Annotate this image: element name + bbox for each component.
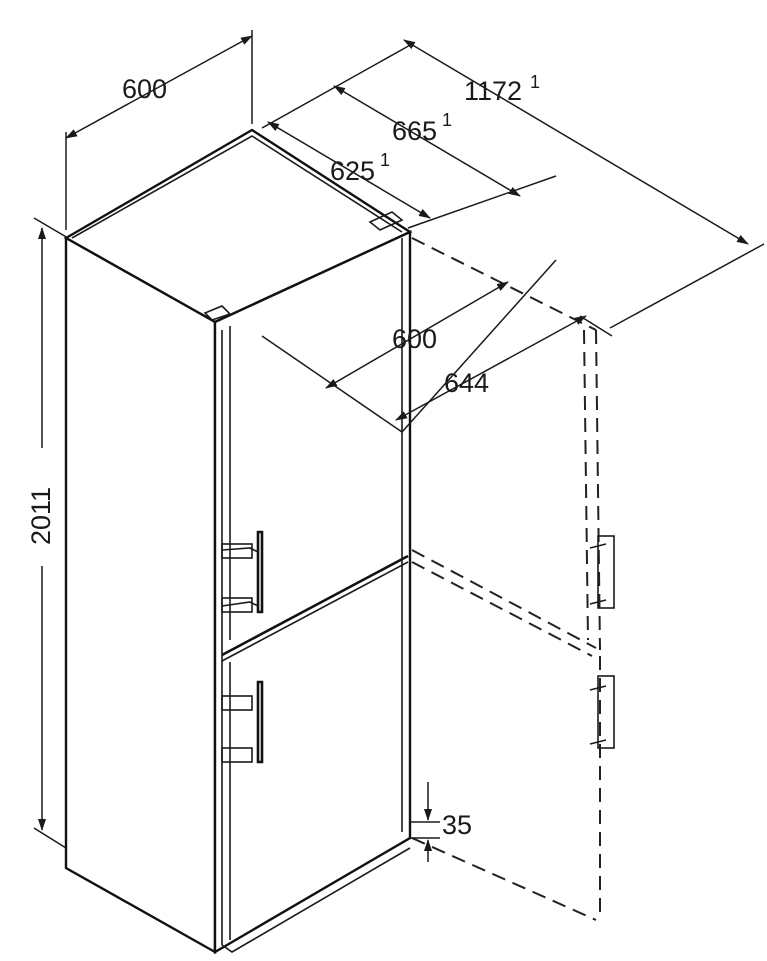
depth-dimensions xyxy=(261,39,765,329)
door-open-depth-label: 600 xyxy=(392,324,437,354)
upper-door-handle xyxy=(221,530,264,614)
width-label: 600 xyxy=(122,74,167,104)
height-dimension: 2011 xyxy=(26,217,69,849)
door-open-dimensions xyxy=(261,259,613,433)
depth-body-label: 625 xyxy=(330,156,375,186)
height-label: 2011 xyxy=(26,487,56,545)
door-open-width-label: 644 xyxy=(444,368,489,398)
plinth-height-label: 35 xyxy=(442,810,472,840)
depth-handle-footnote: 1 xyxy=(442,110,452,130)
depth-total-label: 1172 xyxy=(464,76,522,106)
depth-handle-label: 665 xyxy=(392,116,437,146)
width-dimension: 600 xyxy=(65,30,253,230)
plinth-dimension: 35 xyxy=(410,782,472,862)
lower-door-handle xyxy=(221,680,264,764)
depth-total-footnote: 1 xyxy=(530,72,540,92)
depth-body-footnote: 1 xyxy=(380,150,390,170)
fridge-cabinet xyxy=(63,128,413,955)
